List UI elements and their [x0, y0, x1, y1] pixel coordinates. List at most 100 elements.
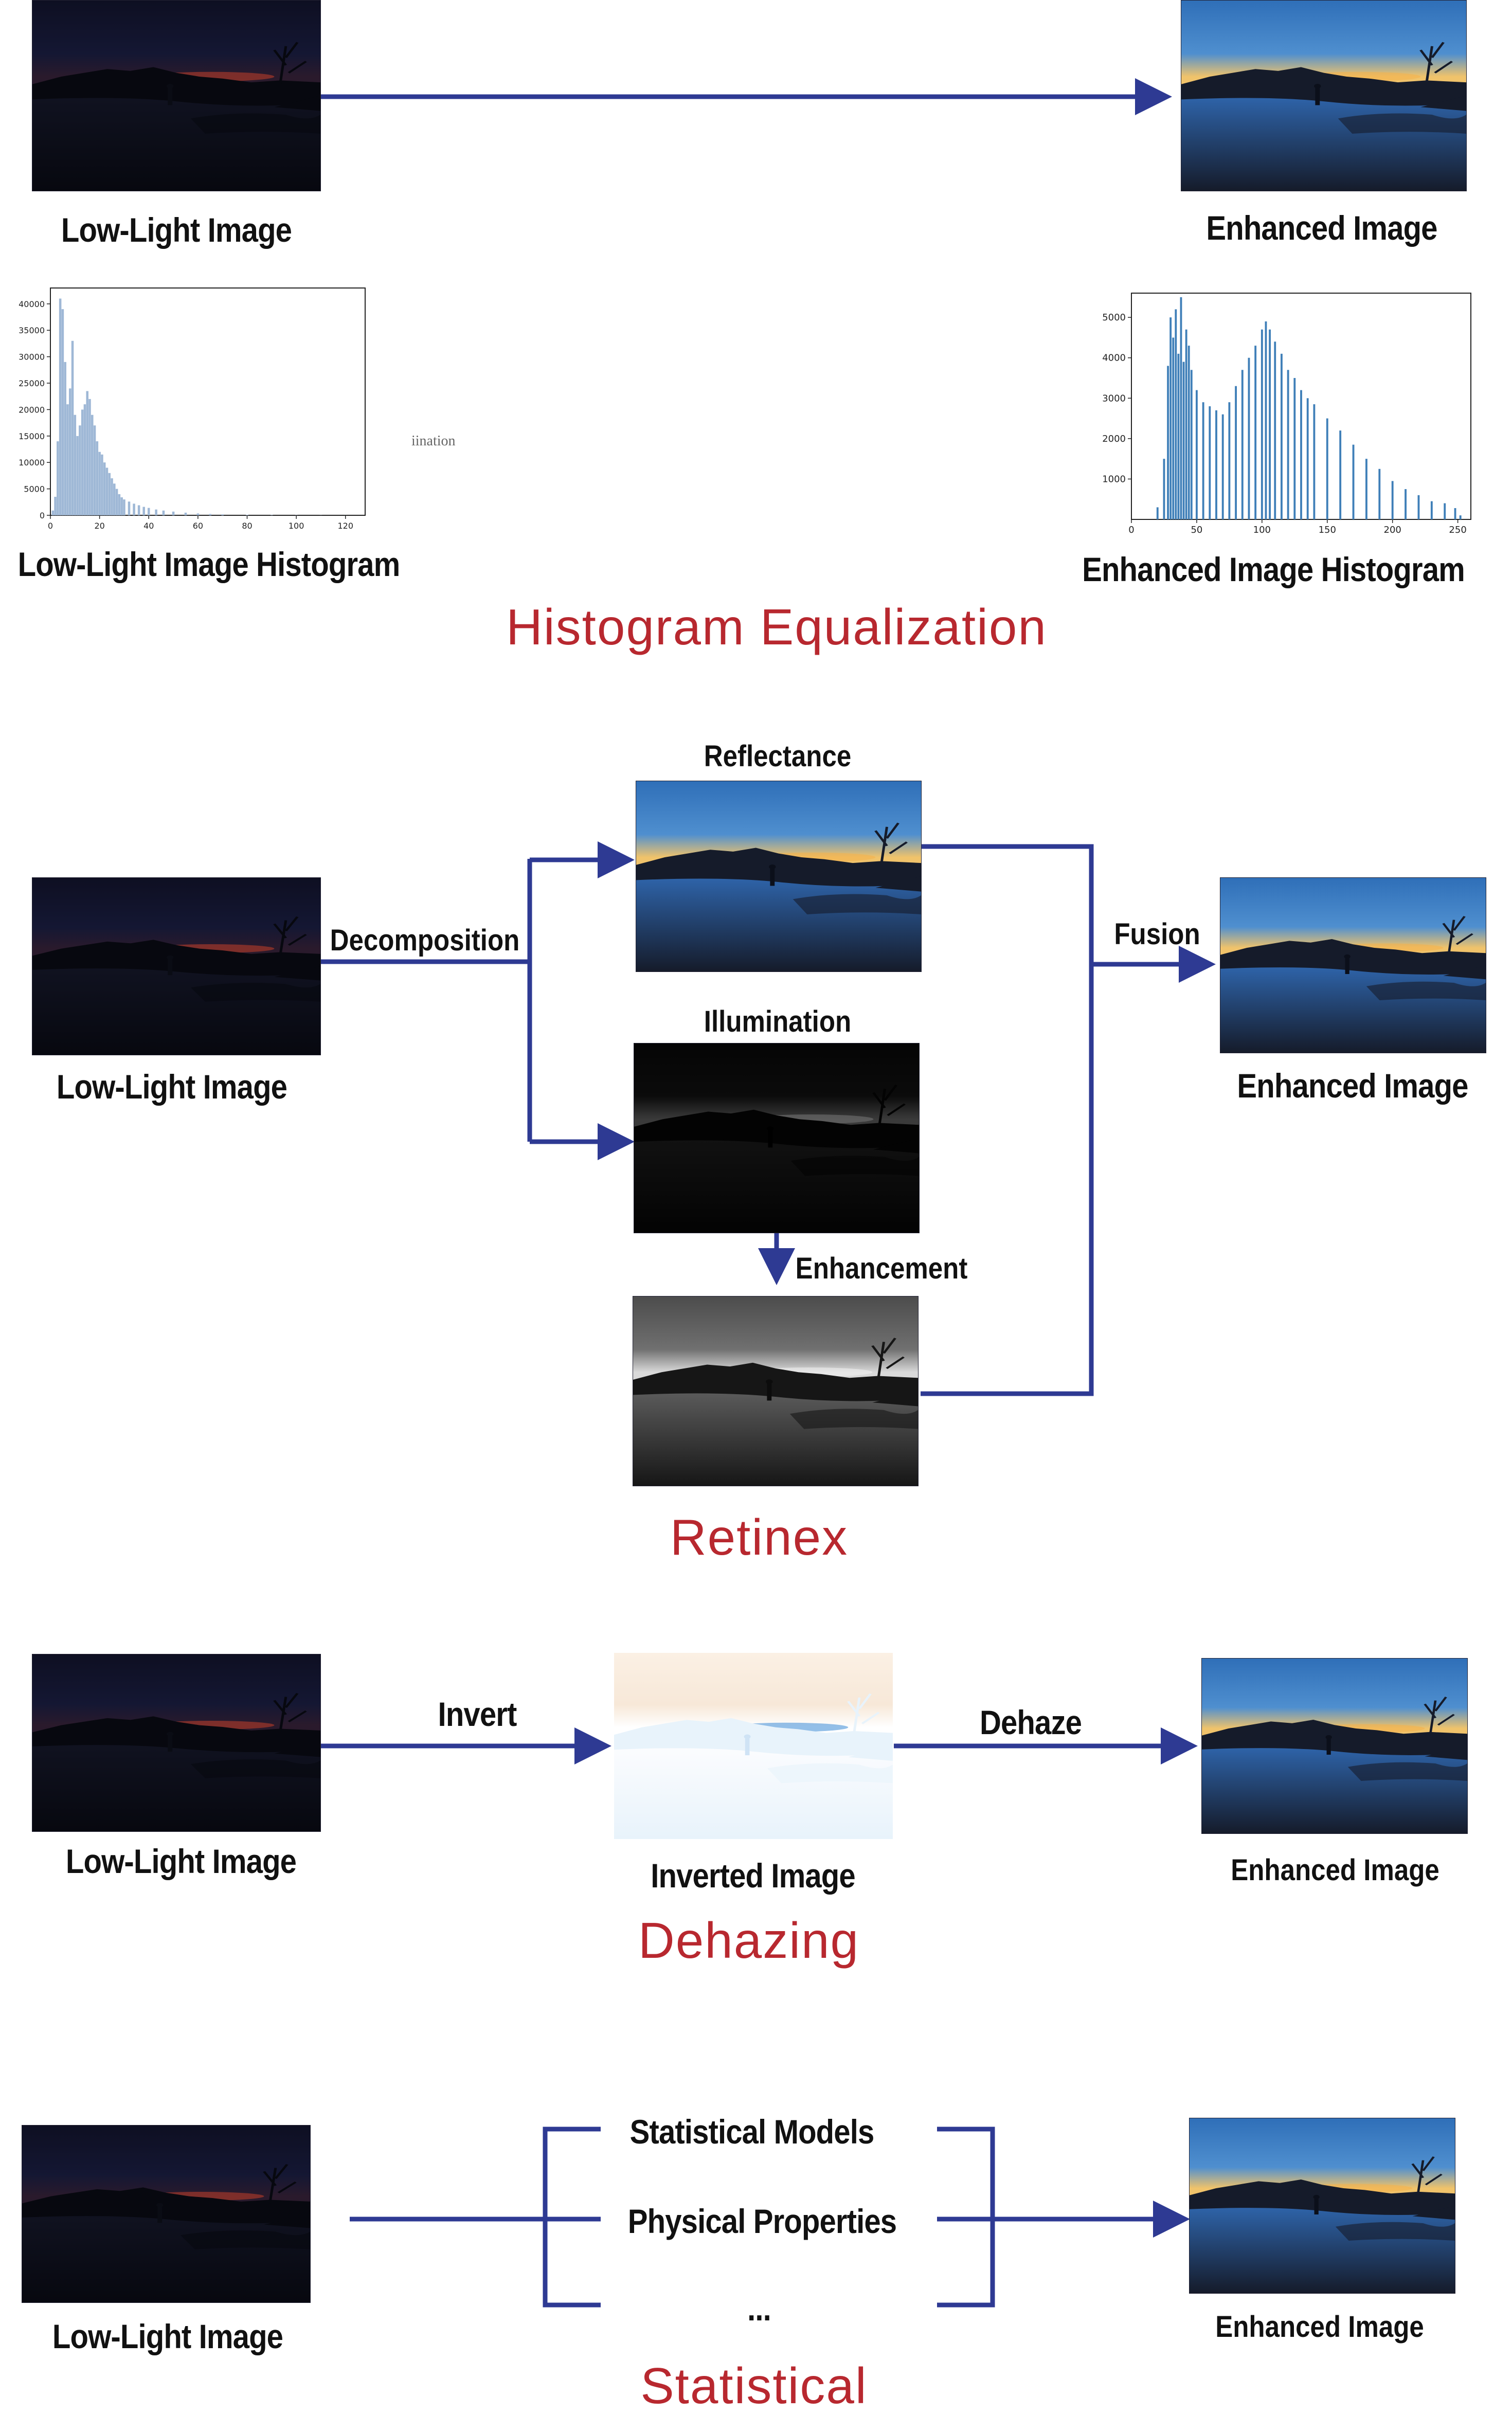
inverted-image-label: Inverted Image	[651, 1859, 855, 1893]
histogram-bar	[1215, 410, 1217, 519]
y-tick-label: 1000	[1102, 474, 1126, 484]
histogram-bar	[1191, 370, 1193, 519]
retinex-low-light-label: Low-Light Image	[57, 1070, 287, 1104]
statistical-models-label: Statistical Models	[630, 2115, 874, 2149]
decomposition-label: Decomposition	[330, 926, 520, 956]
histogram-bar	[74, 415, 77, 515]
histogram-bar	[108, 473, 111, 515]
histogram-bar	[1185, 330, 1187, 519]
histogram-bar	[1196, 390, 1198, 519]
y-tick-label: 5000	[1102, 312, 1126, 323]
histogram-bar	[1444, 503, 1446, 519]
histogram-bar	[221, 514, 224, 515]
histogram-bar	[69, 388, 71, 515]
low-light-histogram-label: Low-Light Image Histogram	[18, 547, 400, 581]
histogram-bar	[76, 436, 79, 515]
partial-label-text: iination	[411, 433, 456, 449]
histogram-bar	[197, 513, 200, 515]
x-tick-label: 0	[48, 521, 53, 531]
dehazing-enhanced-label: Enhanced Image	[1231, 1855, 1439, 1885]
histogram-bar	[1167, 366, 1169, 519]
histogram-bar	[1326, 419, 1328, 519]
histogram-bar	[64, 362, 66, 515]
histogram-bar	[133, 503, 135, 515]
histogram-bar	[1235, 386, 1237, 519]
histogram-bar	[1418, 495, 1420, 519]
histogram-bar	[84, 404, 86, 515]
fusion-label: Fusion	[1114, 920, 1200, 949]
histogram-bar	[142, 507, 145, 515]
histogram-bar	[1269, 330, 1271, 519]
histogram-bar	[1313, 404, 1315, 519]
histogram-bar	[1254, 346, 1256, 519]
histogram-bar	[1392, 481, 1394, 519]
histogram-bar	[88, 399, 91, 515]
histogram-bar	[103, 462, 106, 515]
histogram-bar	[1188, 346, 1190, 519]
histogram-bar	[111, 478, 113, 515]
histogram-bar	[98, 452, 101, 515]
retinex-title: Retinex	[670, 1512, 848, 1562]
histogram-bar	[1228, 402, 1230, 519]
histogram-bar	[172, 512, 175, 515]
reflectance-image	[636, 781, 922, 972]
histogram-bar	[1157, 507, 1159, 519]
histogram-bar	[1241, 370, 1244, 519]
histogram-bar	[1293, 378, 1295, 519]
inverted-image	[614, 1653, 893, 1839]
retinex-enhanced-image	[1220, 877, 1486, 1053]
histogram-bar	[71, 341, 74, 515]
histogram-bar	[106, 467, 109, 515]
histogram-bar	[120, 497, 123, 515]
histogram-bar	[54, 497, 57, 515]
histogram-bar	[1431, 501, 1433, 519]
y-tick-label: 4000	[1102, 353, 1126, 364]
histogram-bar	[163, 511, 165, 515]
histogram-bar	[1281, 354, 1283, 519]
x-tick-label: 50	[1191, 525, 1202, 535]
statistical-low-light-image	[22, 2125, 311, 2303]
y-tick-label: 25000	[19, 379, 45, 388]
histogram-bar	[1378, 469, 1380, 519]
histogram-bar	[1274, 341, 1276, 519]
histogram-bar	[1405, 489, 1407, 519]
y-tick-label: 20000	[19, 405, 45, 415]
y-tick-label: 15000	[19, 431, 45, 441]
histogram-bar	[1454, 508, 1456, 519]
dehaze-label: Dehaze	[980, 1705, 1082, 1739]
x-tick-label: 0	[1128, 525, 1134, 535]
histogram-bar	[94, 425, 96, 515]
histogram-bar	[1177, 354, 1179, 519]
histogram-bar	[1287, 370, 1289, 519]
x-tick-label: 120	[337, 521, 353, 531]
x-tick-label: 150	[1319, 525, 1336, 535]
histogram-bar	[113, 483, 116, 515]
x-tick-label: 200	[1384, 525, 1401, 535]
illumination-image	[634, 1043, 920, 1233]
illumination-label: Illumination	[704, 1007, 851, 1037]
x-tick-label: 40	[143, 521, 154, 531]
y-tick-label: 2000	[1102, 434, 1126, 444]
histogram-bar	[1300, 390, 1302, 519]
dehazing-title: Dehazing	[638, 1915, 859, 1966]
statistical-low-light-label: Low-Light Image	[52, 2319, 283, 2353]
retinex-low-light-image	[32, 877, 321, 1055]
histogram-bar	[101, 455, 103, 515]
he-low-light-label: Low-Light Image	[61, 213, 292, 247]
ellipsis-label: ...	[747, 2292, 771, 2326]
enhancement-label: Enhancement	[796, 1254, 968, 1284]
histogram-bar	[59, 299, 62, 515]
histogram-bar	[118, 494, 121, 515]
histogram-bar	[148, 508, 150, 515]
histogram-bar	[1172, 337, 1174, 519]
histogram-bar	[1365, 459, 1367, 519]
histogram-bar	[116, 489, 118, 515]
histogram-bar	[1307, 398, 1309, 519]
enhanced-histogram-label: Enhanced Image Histogram	[1082, 552, 1465, 586]
x-tick-label: 20	[94, 521, 104, 531]
enhanced-illumination-image	[633, 1296, 919, 1486]
histogram-bar	[1261, 330, 1263, 519]
histogram-bar	[81, 409, 84, 515]
statistical-title: Statistical	[640, 2361, 867, 2411]
